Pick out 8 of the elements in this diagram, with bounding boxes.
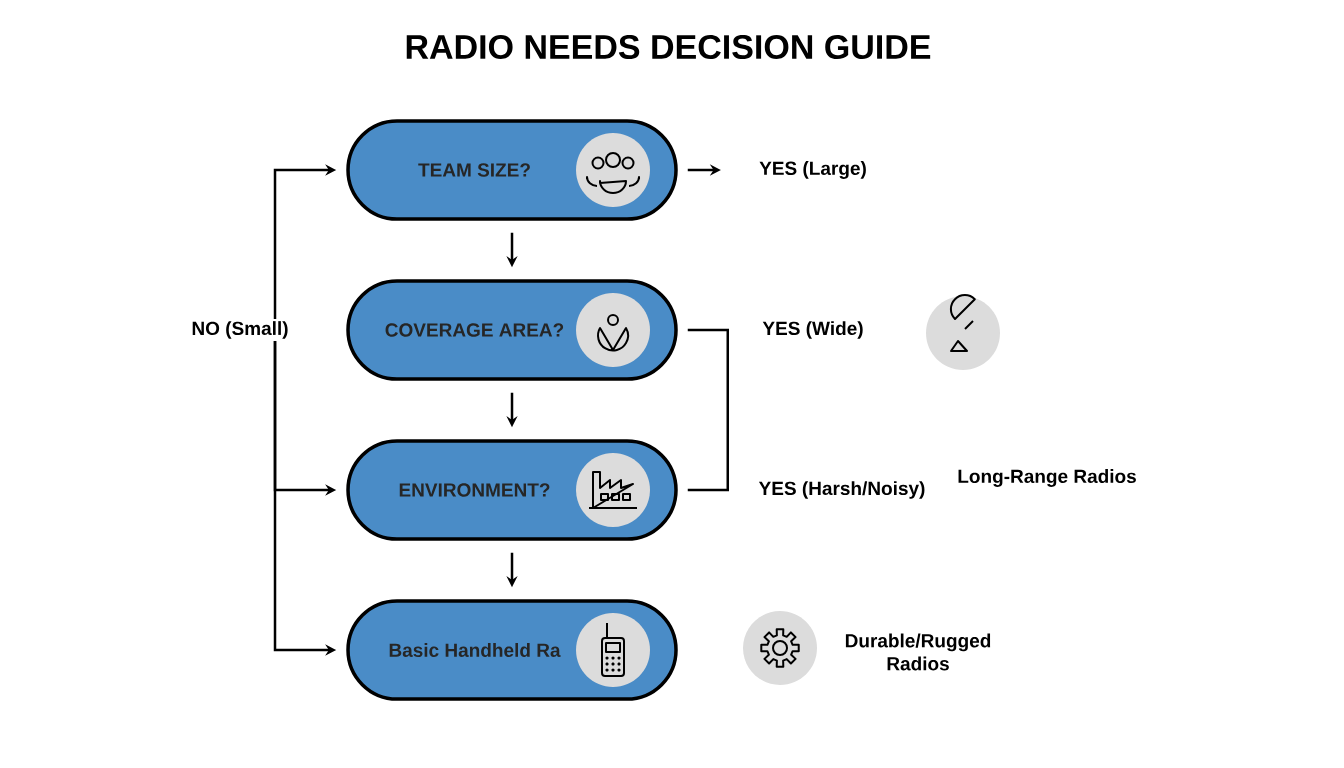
label-text: YES (Wide) <box>762 321 863 339</box>
title: RADIO NEEDS DECISION GUIDE <box>406 34 931 60</box>
label-text: YES (Harsh/Noisy) <box>758 481 925 499</box>
outcome-text: NO (Small) <box>192 321 288 339</box>
label-text: Long-Range Radios <box>958 469 1136 487</box>
outcome-text: YES (Large) <box>759 161 866 179</box>
connector-line <box>687 328 729 492</box>
label-text: Durable/Rugged Radios <box>845 633 991 671</box>
